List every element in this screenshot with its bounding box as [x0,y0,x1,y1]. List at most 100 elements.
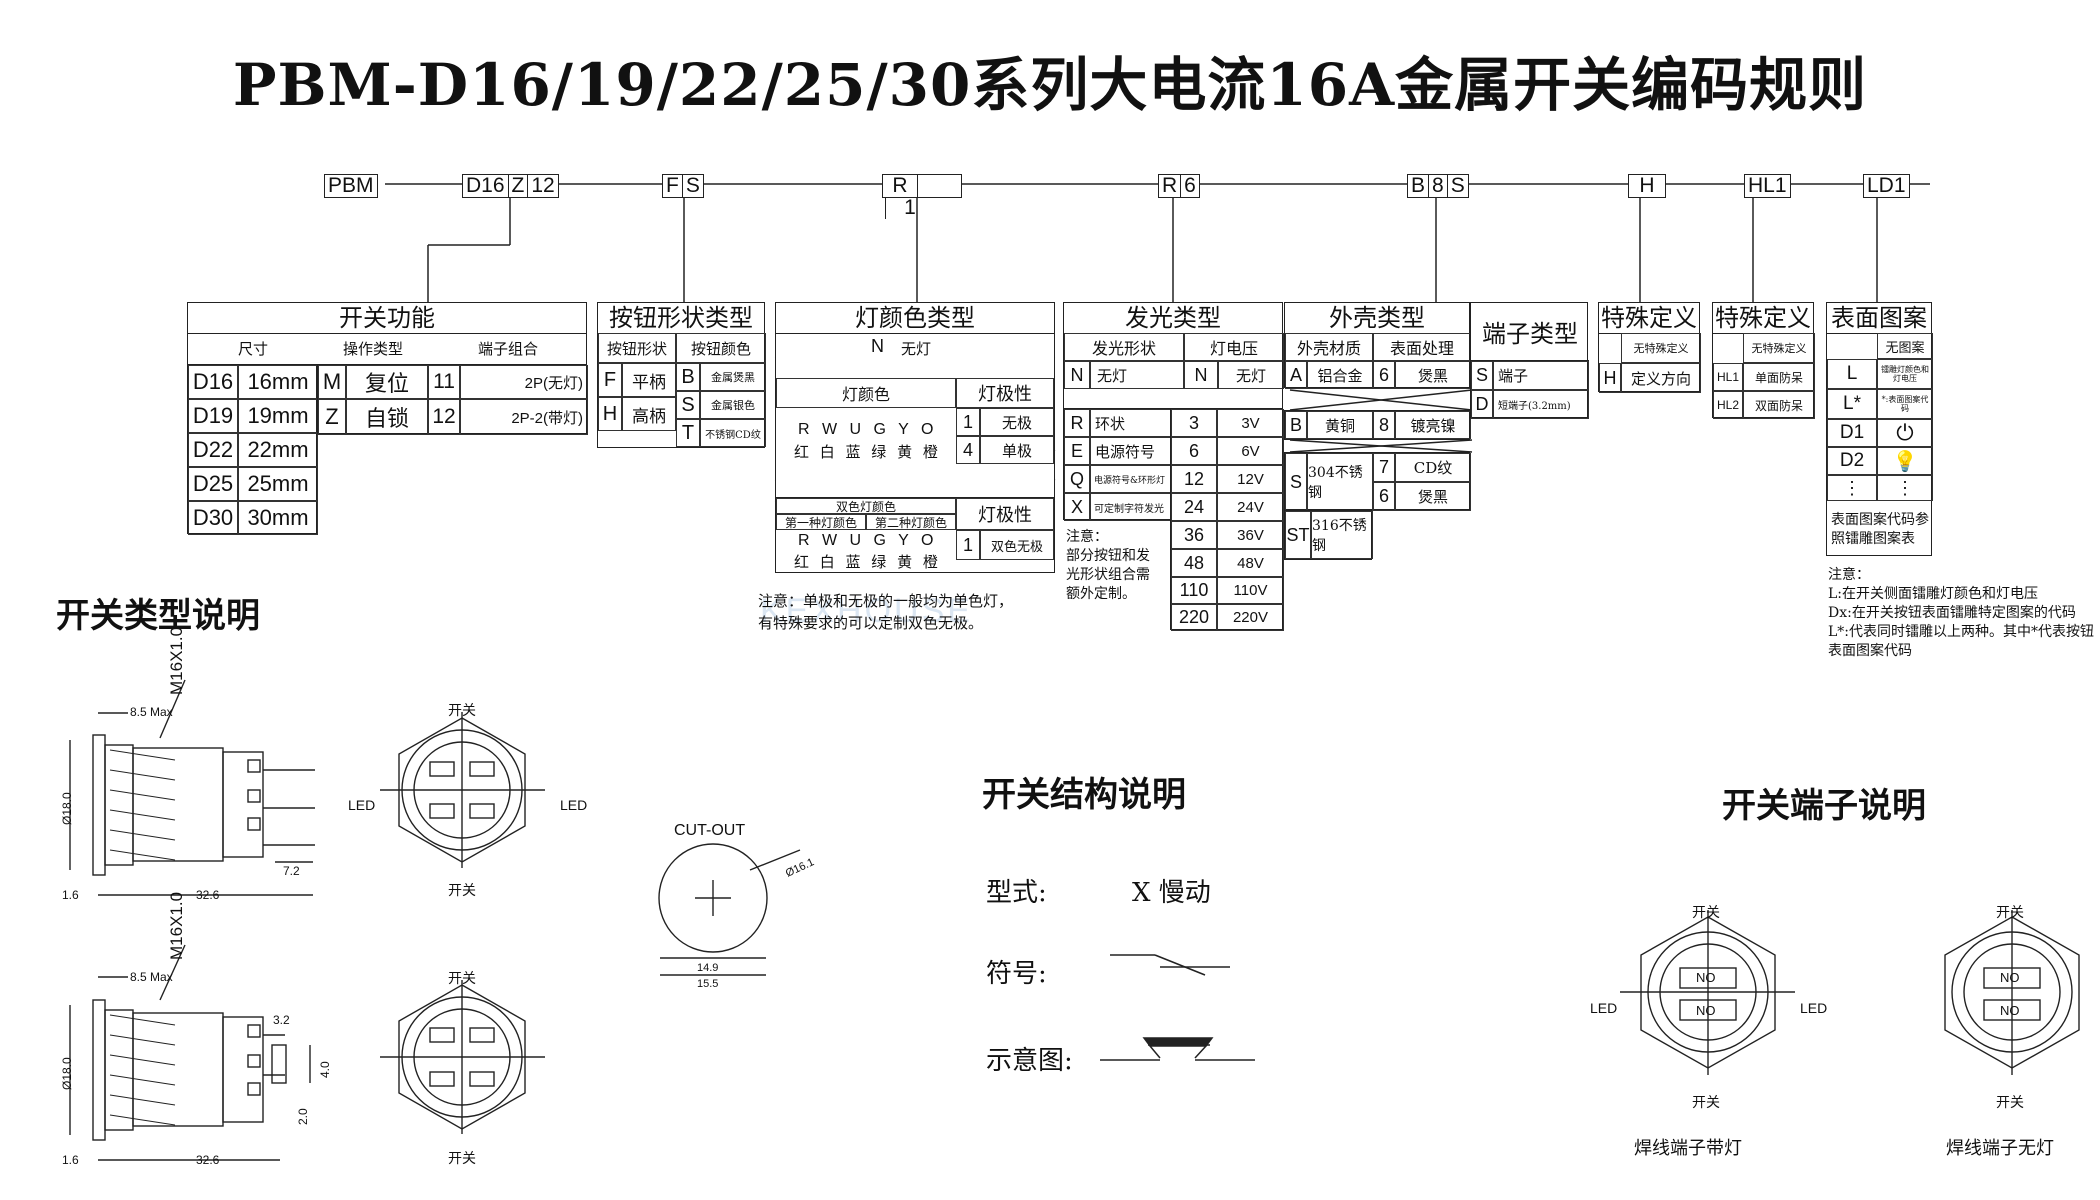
surface-code: L* [1827,389,1877,419]
surface-code: D1 [1827,419,1877,447]
light-shape-table: R 环状 E 电源符号 Q 电源符号&环形灯 X 可定制字符发光 [1063,408,1181,521]
size-code: D19 [188,399,238,433]
light-shape-name: 可定制字符发光 [1090,493,1181,521]
terminal-type-box: 端子类型 S 端子 D 短端子(3.2mm) [1470,302,1589,419]
no-label: NO [2000,1003,2020,1018]
light-shape-name: 电源符号&环形灯 [1090,465,1181,493]
shape-code: H [598,397,622,431]
shape-name: 平柄 [622,363,676,397]
lamp-colors-cn: 红 白 蓝 绿 黄 橙 [794,443,941,461]
col-voltage: 灯电压 [1184,333,1284,361]
lamp-note: 注意：单极和无极的一般均为单色灯， 有特殊要求的可以定制双色无极。 [758,590,1013,634]
dim-label: 8.5 Max [130,970,173,984]
surface-code: 7 [1373,453,1395,482]
special2-code: HL1 [1713,363,1743,391]
dim-label: 1.6 [62,1153,79,1167]
special-def-box-1: 特殊定义 无特殊定义 H 定义方向 [1598,302,1701,393]
polarity-code: 1 [956,408,980,436]
button-shape-title: 按钮形状类型 [598,303,764,334]
lighting-note-line: 额外定制。 [1066,586,1136,602]
cutout-drawing [658,843,801,976]
shape-name: 高柄 [622,397,676,431]
section-terminal: 开关端子说明 [1722,786,1926,826]
side-view-drawing-2 [69,944,311,1161]
housing-ss304: S 304不锈钢 7 CD纹 6 煲黑 [1284,452,1471,511]
col-polarity: 灯极性 [956,378,1054,408]
polarity-name: 无极 [980,408,1054,436]
surface-ref-line: 表面图案代码参 [1831,512,1929,528]
terminal-name: 端子 [1493,361,1589,390]
lighting-note-line: 光形状组合需 [1066,567,1150,583]
dim-label: 32.6 [196,888,220,902]
op-code: Z [318,399,346,435]
more-dots-icon: ⋮ [1827,475,1877,501]
size-table: D16 16mm D19 19mm D22 22mm D25 25mm D30 … [187,364,318,535]
dual-first: 第一种灯颜色 [776,514,866,530]
color-code: T [676,419,700,447]
surface-code: L [1827,359,1877,389]
lamp-note-line: 有特殊要求的可以定制双色无极。 [758,614,984,632]
op-name: 自锁 [346,399,428,435]
special2-name: 双面防呆 [1743,391,1815,419]
surface-note-line: Dx:在开关按钮表面镭雕特定图案的代码 [1828,605,2076,621]
light-shape-code: E [1064,437,1090,465]
surface-name: 镀亮镍 [1395,411,1471,439]
size-code: D30 [188,501,238,535]
surface-note-line: 注意： [1828,567,1870,583]
light-shape-code: Q [1064,465,1090,493]
col-op: 操作类型 [342,339,403,358]
voltage-code: 12 [1171,465,1217,493]
col-term: 端子组合 [477,339,538,358]
lamp-note-line: 注意：单极和无极的一般均为单色灯， [758,592,1014,610]
section-switch-type: 开关类型说明 [56,596,260,636]
dual-polarity-code: 1 [956,530,980,560]
surface-code: 6 [1373,482,1395,511]
term-code: 12 [428,399,460,435]
led-label: LED [348,797,376,813]
size-code: D22 [188,433,238,467]
material-name: 铝合金 [1307,361,1373,389]
col-color: 按钮颜色 [676,333,766,363]
dual-colors-cn: 红 白 蓝 绿 黄 橙 [794,553,941,571]
no-label: NO [1696,970,1716,985]
surface-name: *:表面图案代码 [1877,389,1933,419]
lamp-none-label: 无灯 [901,340,932,358]
lamp-letters: R W U G Y O [798,421,938,438]
led-label: LED [1590,1000,1618,1016]
material-code: ST [1285,511,1311,559]
code-surface: LD1 [1863,174,1910,198]
surface-code: D2 [1827,447,1877,475]
structure-symbol [1110,954,1230,976]
shape-code: F [598,363,622,397]
code-lamp: R1 [882,174,962,219]
voltage-value: 12V [1217,465,1284,493]
surface-name: 镭雕灯颜色和灯电压 [1877,359,1933,389]
terminal-code: S [1471,361,1493,390]
switch-label: 开关 [1692,905,1720,921]
color-name: 金属银色 [700,391,766,419]
polarity-name: 单极 [980,436,1054,464]
light-shape-code: X [1064,493,1090,521]
voltage-none-label: 无灯 [1218,361,1284,389]
switch-label: 开关 [448,883,476,899]
material-name: 黄铜 [1307,411,1373,439]
page-title: PBM-D16/19/22/25/30系列大电流16A金属开关编码规则 [232,51,1868,119]
op-name: 复位 [346,365,428,399]
size-mm: 22mm [238,433,318,467]
lighting-note-line: 注意： [1066,529,1108,545]
term-desc: 2P(无灯) [460,365,588,399]
voltage-value: 36V [1217,521,1284,549]
material-code: A [1285,361,1307,389]
voltage-code: 110 [1171,577,1217,604]
voltage-value: 24V [1217,493,1284,521]
material-name: 316不锈钢 [1311,511,1373,559]
dim-label: Ø18.0 [60,792,74,825]
voltage-code: 24 [1171,493,1217,521]
surface-note: 注意： L:在开关侧面镭雕灯颜色和灯电压 Dx:在开关按钮表面镭雕特定图案的代码… [1828,566,2094,661]
voltage-code: 36 [1171,521,1217,549]
size-mm: 19mm [238,399,318,433]
dim-label: 8.5 Max [130,705,173,719]
surface-ref: 表面图案代码参照镭雕图案表 [1831,511,1929,549]
dim-label: 14.9 [697,962,719,974]
surface-code: 8 [1373,411,1395,439]
